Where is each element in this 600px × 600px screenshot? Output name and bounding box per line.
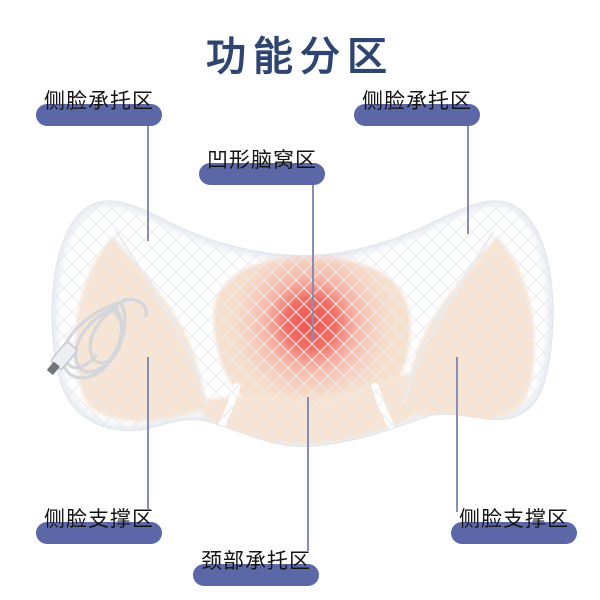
zone-label-bottom-center: 颈部承托区 <box>193 550 319 596</box>
zone-label-top-left: 侧脸承托区 <box>36 90 162 136</box>
label-highlight-bar <box>451 522 577 544</box>
zone-label-text: 凹形脑窝区 <box>207 149 317 172</box>
zone-label-top-right: 侧脸承托区 <box>354 90 480 136</box>
zone-label-center: 凹形脑窝区 <box>199 149 325 195</box>
zone-label-text: 侧脸承托区 <box>362 90 472 113</box>
zone-label-text: 颈部承托区 <box>201 550 311 573</box>
zone-label-text: 侧脸支撑区 <box>44 508 154 531</box>
label-highlight-bar <box>199 163 325 185</box>
page-title: 功能分区 <box>206 35 394 79</box>
usb-cable <box>61 297 148 380</box>
label-highlight-bar <box>193 564 319 586</box>
leader-line-center <box>312 184 314 341</box>
leader-line-bottom-left <box>147 357 149 509</box>
label-highlight-bar <box>36 104 162 126</box>
zone-label-bottom-right: 侧脸支撑区 <box>451 508 577 554</box>
leader-line-top-left <box>147 124 149 241</box>
leader-line-top-right <box>467 122 469 234</box>
zone-label-text: 侧脸支撑区 <box>459 508 569 531</box>
leader-line-bottom-right <box>456 357 458 512</box>
label-highlight-bar <box>36 522 162 544</box>
usb-plug-icon <box>47 341 78 375</box>
label-highlight-bar <box>354 104 480 126</box>
zone-label-text: 侧脸承托区 <box>44 90 154 113</box>
leader-line-bottom-center <box>307 397 309 551</box>
zone-label-bottom-left: 侧脸支撑区 <box>36 508 162 554</box>
